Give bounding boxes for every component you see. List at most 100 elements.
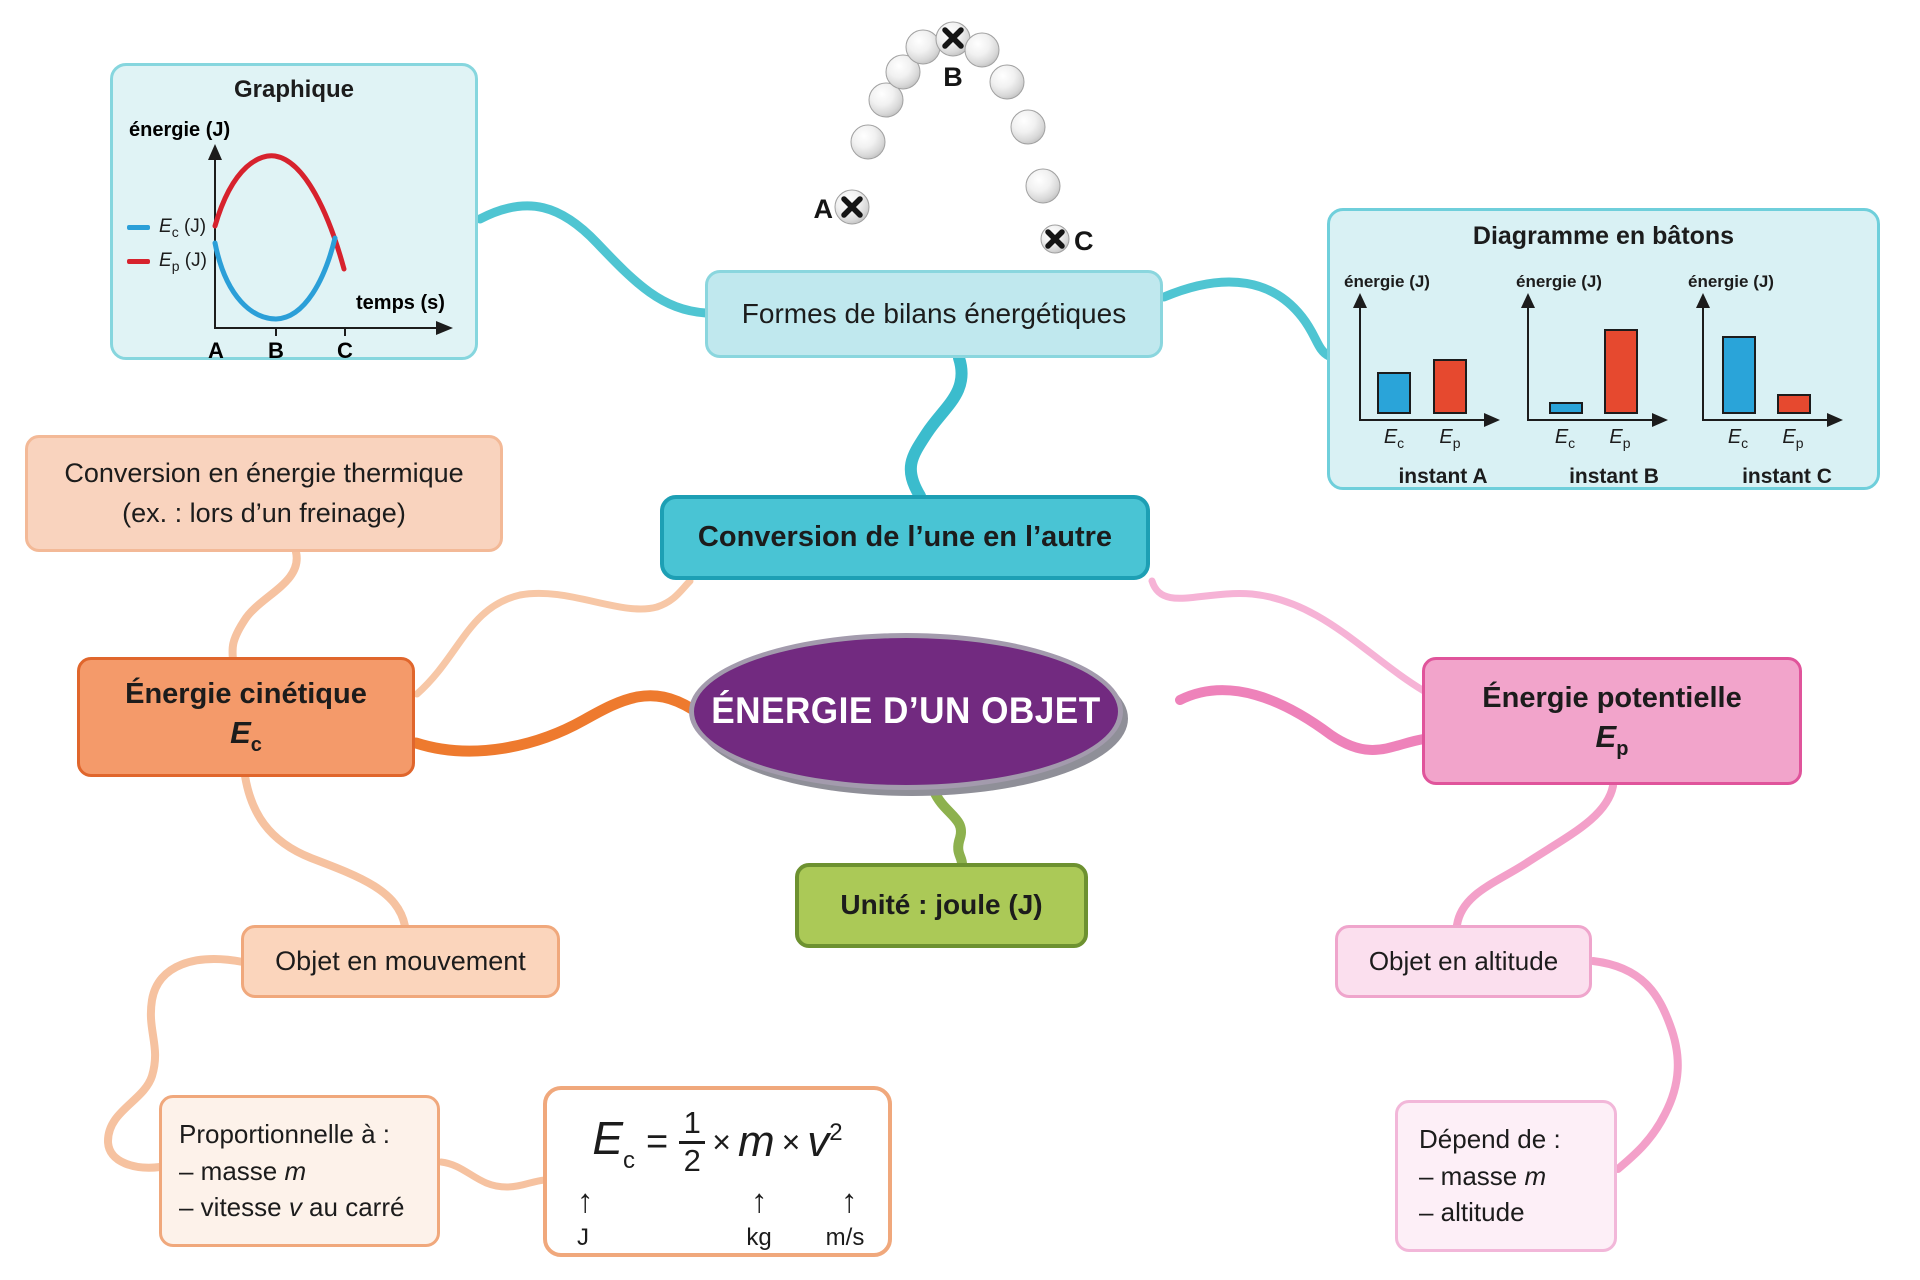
- up-arrow-icon: ↑: [577, 1182, 594, 1219]
- node-conversion-thermique: Conversion en énergie thermique (ex. : l…: [25, 435, 503, 552]
- energie-cinetique-symbol: Ec: [230, 715, 262, 757]
- trajectory-label-a: A: [814, 194, 834, 224]
- formula-lhs: Ec: [592, 1111, 636, 1174]
- node-altitude-label: Objet en altitude: [1368, 946, 1559, 977]
- unit-joule: J: [577, 1224, 589, 1251]
- ball: [1010, 109, 1046, 145]
- thermique-line1: Conversion en énergie thermique: [64, 458, 464, 489]
- bar-ylabel-a: énergie (J): [1344, 272, 1430, 291]
- node-formes-de-bilans: Formes de bilans énergétiques: [705, 270, 1163, 358]
- central-node-label: ÉNERGIE D’UN OBJET: [711, 690, 1101, 732]
- up-arrow-icon: ↑: [751, 1182, 768, 1219]
- unit-kg: kg: [746, 1224, 772, 1251]
- times-sign: ×: [712, 1123, 731, 1160]
- cross-marker-b: [942, 27, 964, 49]
- trajectory-label-b: B: [943, 62, 963, 92]
- edge-formes-conversion: [904, 352, 968, 502]
- ec-curve: [212, 235, 338, 322]
- bar-ylabel-c: énergie (J): [1688, 272, 1774, 291]
- fraction-bar: [679, 1140, 706, 1144]
- central-node-energie: ÉNERGIE D’UN OBJET: [689, 633, 1123, 790]
- depend-item-masse: – masse m: [1419, 1160, 1547, 1191]
- energy-time-graph: énergie (J) temps (s) A B C: [129, 119, 453, 363]
- proportionnelle-title: Proportionnelle à :: [179, 1119, 391, 1150]
- mass-variable: m: [737, 1116, 775, 1166]
- graph-xlabel: temps (s): [356, 292, 445, 314]
- bar-ep-instant-a: [1433, 359, 1467, 414]
- energie-potentielle-symbol: Ep: [1595, 719, 1629, 761]
- node-energie-cinetique: Énergie cinétique Ec: [77, 657, 415, 777]
- node-formes-label: Formes de bilans énergétiques: [741, 297, 1127, 329]
- ball: [885, 54, 921, 90]
- ball-trajectory: [834, 21, 1070, 254]
- edge-proportionnelle-formule: [437, 1158, 549, 1191]
- node-objet-en-mouvement: Objet en mouvement: [241, 925, 560, 998]
- node-depend-de: Dépend de : – masse m – altitude: [1395, 1100, 1617, 1252]
- edge-centre-potentielle: [1175, 685, 1429, 755]
- ep-curve: [212, 153, 347, 272]
- speed-squared: v2: [807, 1116, 843, 1166]
- edge-formes-diagramme: [1159, 277, 1334, 361]
- edge-thermique-cinetique: [228, 548, 301, 664]
- tick-c: C: [337, 338, 353, 363]
- bar-ec-instant-a: [1377, 372, 1411, 414]
- caption-instant-b: instant B: [1569, 465, 1659, 488]
- node-conversion-label: Conversion de l’une en l’autre: [697, 521, 1113, 554]
- tick-a: A: [208, 338, 224, 363]
- edge-potentielle-altitude: [1453, 782, 1617, 929]
- unit-ms: m/s: [825, 1224, 865, 1251]
- legend-label-ep: Ep (J): [159, 250, 207, 274]
- bar-ep-instant-c: [1777, 394, 1811, 414]
- graphique-box: Graphique énergie (J) temps (s) A B C Ec…: [110, 63, 478, 363]
- bar-ec-instant-c: [1722, 336, 1756, 414]
- graphique-title: Graphique: [233, 76, 354, 103]
- ball: [850, 124, 886, 160]
- y-axis-arrow: [208, 144, 222, 160]
- edge-altitude-depend: [1589, 957, 1682, 1173]
- edge-cinetique-centre: [410, 690, 698, 757]
- energie-cinetique-title: Énergie cinétique: [125, 678, 367, 711]
- node-objet-en-altitude: Objet en altitude: [1335, 925, 1592, 998]
- depend-title: Dépend de :: [1419, 1124, 1561, 1155]
- node-unite-joule: Unité : joule (J): [795, 863, 1088, 948]
- bar-label-ep: Ep: [1609, 426, 1631, 451]
- edge-centre-unite: [929, 786, 967, 869]
- node-proportionnelle: Proportionnelle à : – masse m – vitesse …: [159, 1095, 440, 1247]
- ball: [989, 64, 1025, 100]
- bar-label-ec: Ec: [1383, 426, 1405, 451]
- node-mouvement-label: Objet en mouvement: [275, 945, 526, 976]
- edge-conversion-potentielle: [1148, 577, 1428, 695]
- legend-item-ep: Ep (J): [127, 248, 207, 275]
- caption-instant-a: instant A: [1398, 465, 1488, 488]
- up-arrow-icon: ↑: [841, 1182, 858, 1219]
- graph-ylabel: énergie (J): [129, 119, 230, 141]
- legend-swatch-ec: [127, 225, 150, 231]
- cross-markers: [841, 27, 1065, 249]
- node-unite-label: Unité : joule (J): [840, 889, 1043, 921]
- ball: [868, 82, 904, 118]
- edge-mouvement-proportionnelle: [103, 955, 247, 1172]
- bar-ec-instant-b: [1549, 402, 1583, 414]
- equals-sign: =: [646, 1120, 669, 1163]
- bar-chart-axes: [1353, 293, 1843, 427]
- cross-marker-c: [1045, 229, 1065, 249]
- edge-cinetique-conversion: [413, 577, 694, 698]
- legend-label-ec: Ec (J): [159, 216, 207, 240]
- bar-label-ep: Ep: [1782, 426, 1804, 451]
- diagramme-title: Diagramme en bâtons: [1472, 222, 1735, 250]
- node-conversion-centrale: Conversion de l’une en l’autre: [660, 495, 1150, 580]
- trajectory-label-c: C: [1074, 226, 1094, 256]
- cross-marker-a: [841, 196, 863, 218]
- tick-b: B: [268, 338, 284, 363]
- bar-label-ep: Ep: [1439, 426, 1461, 451]
- ball: [1025, 168, 1061, 204]
- depend-item-altitude: – altitude: [1419, 1197, 1525, 1228]
- legend-swatch-ep: [127, 259, 150, 265]
- thermique-line2: (ex. : lors d’un freinage): [122, 497, 406, 528]
- bar-label-ec: Ec: [1727, 426, 1749, 451]
- node-energie-potentielle: Énergie potentielle Ep: [1422, 657, 1802, 785]
